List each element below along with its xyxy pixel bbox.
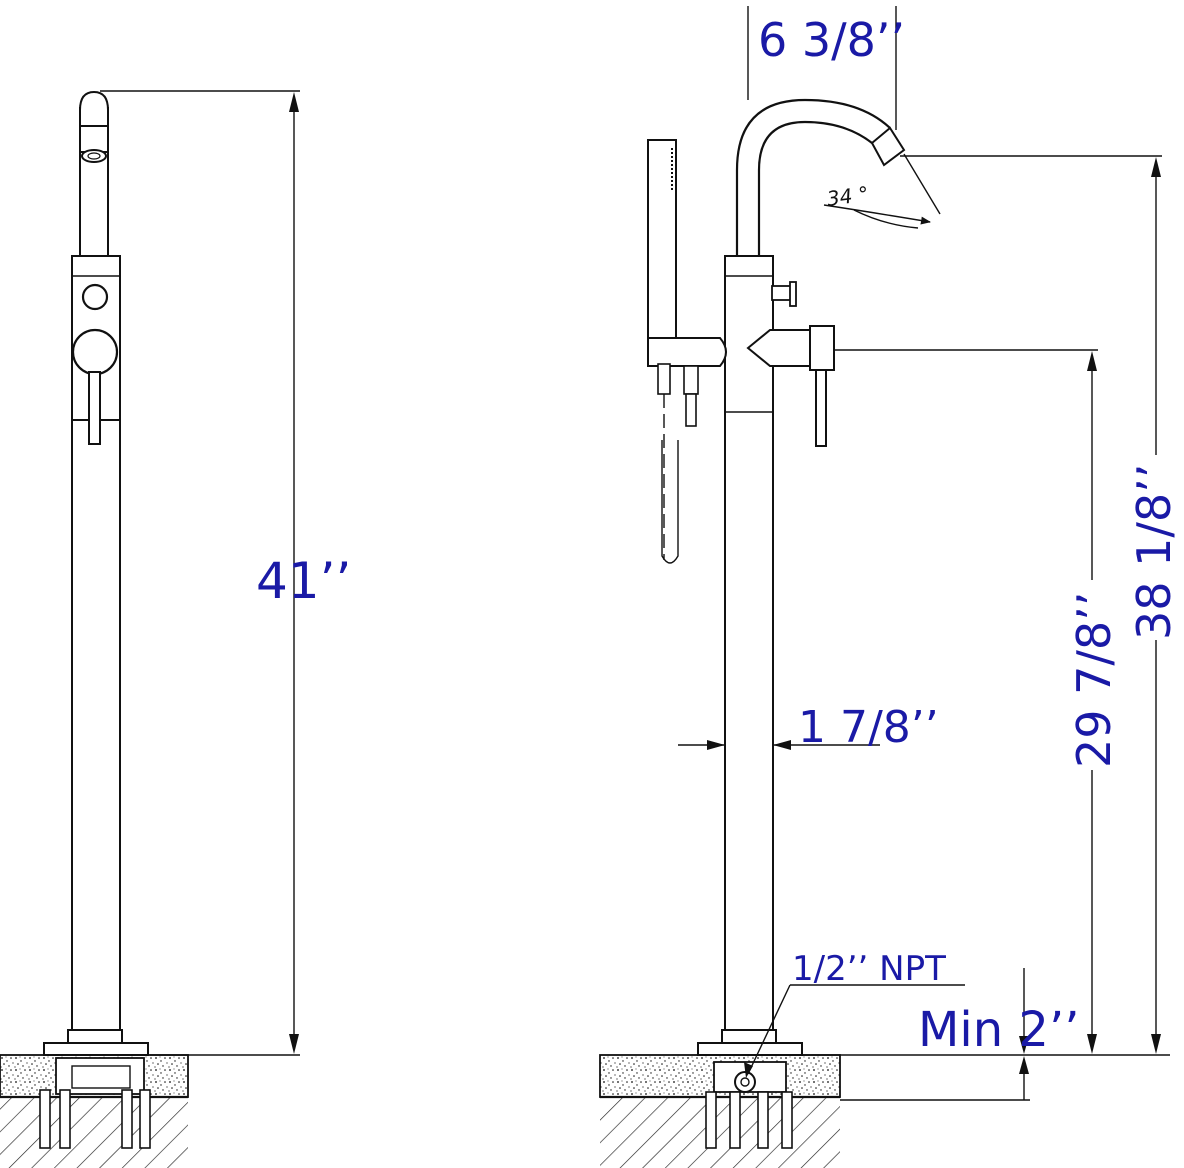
height-41-label: 41’’ xyxy=(256,552,351,610)
spout-height-label: 38 1/8’’ xyxy=(1127,464,1181,640)
pipe-diameter-label: 1 7/8’’ xyxy=(798,702,939,753)
spout-angle-label: 34 ° xyxy=(825,181,870,211)
handle-height-label: 29 7/8’’ xyxy=(1067,592,1121,768)
spout-reach-label: 6 3/8’’ xyxy=(758,13,905,67)
front-view-faucet xyxy=(599,6,1170,1168)
npt-connection-label: 1/2’’ NPT xyxy=(792,949,946,989)
side-view-faucet xyxy=(0,90,300,1168)
min-depth-label: Min 2’’ xyxy=(918,1002,1079,1058)
